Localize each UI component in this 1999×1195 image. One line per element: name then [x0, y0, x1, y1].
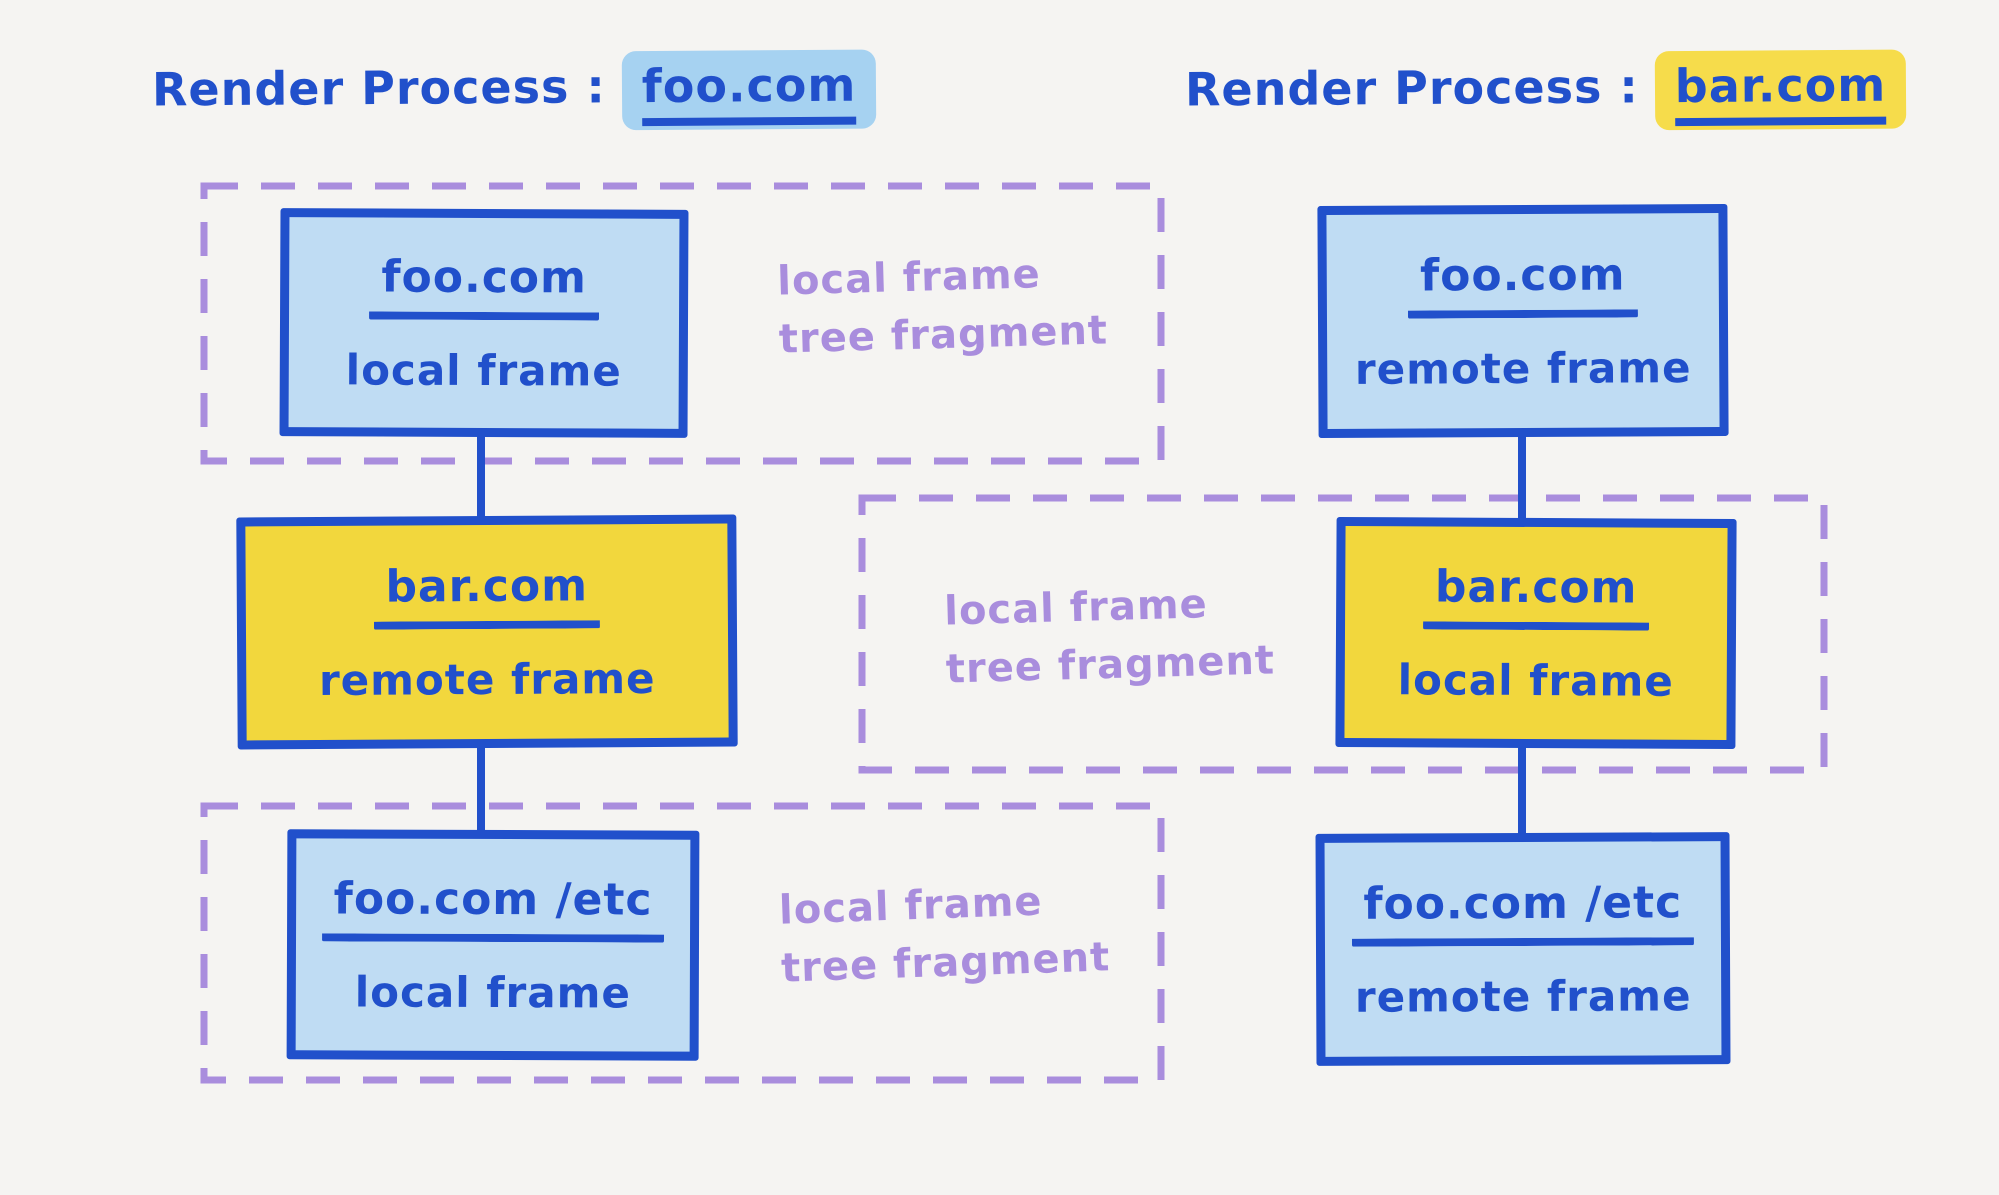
render-process-title-prefix: Render Process :: [1184, 59, 1639, 117]
title-domain-bar: bar.com: [1674, 57, 1887, 127]
edge-foo-to-bar-right: [1518, 425, 1526, 530]
node-frame-type: local frame: [354, 967, 631, 1017]
fragment-label-line1: local frame: [943, 581, 1209, 635]
node-domain: bar.com: [373, 559, 601, 630]
node-domain: foo.com /etc: [321, 872, 665, 943]
node-bar-local-frame: bar.com local frame: [1335, 516, 1737, 750]
title-domain-foo: foo.com: [641, 57, 857, 127]
node-fooetc-local-frame: foo.com /etc local frame: [286, 829, 700, 1061]
fragment-label-line2: tree fragment: [778, 307, 1109, 363]
render-process-title-bar: Render Process : bar.com: [1185, 49, 1907, 133]
node-frame-type: local frame: [1397, 654, 1674, 706]
render-process-title-foo: Render Process : foo.com: [152, 49, 877, 133]
render-process-title-prefix: Render Process :: [151, 59, 606, 117]
node-fooetc-remote-frame: foo.com /etc remote frame: [1315, 832, 1731, 1066]
node-domain: bar.com: [1422, 560, 1650, 631]
fragment-boundary-middle-right: [858, 494, 1828, 774]
node-bar-remote-frame: bar.com remote frame: [236, 514, 738, 750]
edge-bar-to-fooetc-left: [477, 738, 485, 843]
title-domain-highlight-bar: bar.com: [1654, 49, 1907, 131]
node-frame-type: local frame: [345, 344, 622, 396]
node-foo-local-frame: foo.com local frame: [279, 208, 689, 438]
node-frame-type: remote frame: [318, 653, 656, 705]
node-frame-type: remote frame: [1354, 342, 1692, 394]
title-domain-highlight-foo: foo.com: [621, 49, 877, 131]
fragment-boundary-bottom-left: [200, 802, 1165, 1084]
edge-foo-to-bar-left: [477, 425, 485, 530]
edge-bar-to-fooetc-right: [1518, 738, 1526, 846]
node-domain: foo.com /etc: [1351, 876, 1695, 947]
node-domain: foo.com: [369, 250, 600, 321]
fragment-label-line2: tree fragment: [945, 637, 1276, 693]
fragment-boundary-top-left: [200, 182, 1165, 465]
fragment-label-middle-right: local frame tree fragment: [943, 573, 1276, 698]
node-frame-type: remote frame: [1354, 970, 1692, 1022]
node-foo-remote-frame: foo.com remote frame: [1317, 203, 1729, 439]
fragment-label-top-left: local frame tree fragment: [776, 243, 1109, 368]
fragment-label-bottom-left: local frame tree fragment: [778, 870, 1111, 997]
node-domain: foo.com: [1407, 248, 1638, 319]
fragment-label-line1: local frame: [776, 251, 1042, 305]
fragment-label-line2: tree fragment: [780, 934, 1111, 992]
